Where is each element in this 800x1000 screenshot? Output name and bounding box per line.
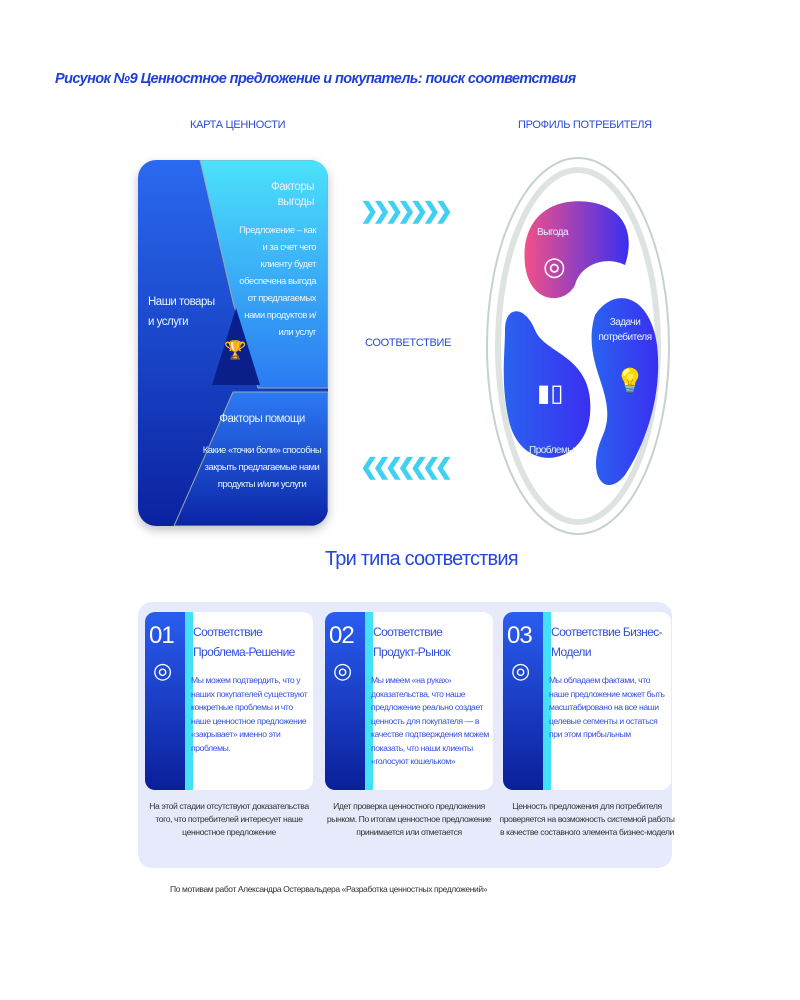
value-map-shapes	[138, 160, 328, 526]
value-map-label: КАРТА ЦЕННОСТИ	[190, 119, 286, 131]
declining-chart-icon: ▮▯	[537, 380, 564, 407]
figure-title: Рисунок №9 Ценностное предложение и поку…	[55, 71, 576, 87]
card-note: Идет проверка ценностного предложения ры…	[326, 801, 492, 837]
pain-relievers-title: Факторы помощи	[219, 413, 305, 425]
customer-profile: Выгода ◎ Задачи потребителя 💡 ▮▯ Проблем…	[485, 155, 671, 537]
source-footnote: По мотивам работ Александра Остервальдер…	[170, 884, 488, 894]
gains-label: Выгода	[537, 227, 569, 238]
card-title: Соответствие Проблема-Решение	[193, 625, 295, 659]
customer-profile-label: ПРОФИЛЬ ПОТРЕБИТЕЛЯ	[518, 119, 652, 131]
right-arrows-icon: ❯❯❯❯❯❯❯	[360, 198, 453, 223]
pains-label: Проблемы	[529, 445, 575, 456]
card-number: 01	[149, 622, 175, 649]
lightbulb-icon: 💡	[615, 368, 645, 395]
fit-label: СООТВЕТСТВИЕ	[365, 337, 452, 349]
card-note: Ценность предложения для потребителя про…	[499, 801, 675, 837]
jobs-label: Задачи потребителя	[598, 317, 652, 343]
card-number: 02	[329, 622, 355, 649]
target-icon: ◎	[153, 658, 173, 683]
fit-card: 02 ◎ Соответствие Продукт-Рынок Мы имеем…	[325, 612, 493, 790]
card-title: Соответствие Бизнес-Модели	[551, 625, 663, 659]
card-text: Мы можем подтвердить, что у наших покупа…	[191, 675, 308, 753]
card-title: Соответствие Продукт-Рынок	[373, 625, 451, 659]
fit-card: 01 ◎ Соответствие Проблема-Решение Мы мо…	[145, 612, 313, 790]
gains-text: Предложение – как и за счет чего клиенту…	[239, 225, 316, 338]
fit-card: 03 ◎ Соответствие Бизнес-Модели Мы облад…	[503, 612, 671, 790]
profile-shapes	[486, 157, 670, 535]
three-types-heading: Три типа соответствия	[325, 548, 519, 570]
left-arrows-icon: ❮❮❮❮❮❮❮	[360, 454, 453, 479]
card-text: Мы имеем «на руках» доказательства, что …	[371, 675, 489, 766]
fit-types-panel: 01 ◎ Соответствие Проблема-Решение Мы мо…	[138, 602, 675, 868]
value-map: 🏆 Факторы выгоды Предложение – как и за …	[138, 160, 328, 526]
products-label: Наши товары и услуги	[148, 296, 215, 328]
target-icon: ◎	[511, 658, 531, 683]
card-text: Мы обладаем фактами, что наше предложени…	[549, 675, 665, 739]
card-number: 03	[507, 622, 533, 649]
pain-relievers-text: Какие «точки боли» способны закрыть пред…	[202, 445, 322, 490]
target-icon: ◎	[543, 251, 566, 281]
trophy-icon: 🏆	[224, 340, 247, 360]
card-note: На этой стадии отсутствуют доказательств…	[149, 801, 309, 837]
gains-title: Факторы выгоды	[271, 181, 315, 208]
target-icon: ◎	[333, 658, 353, 683]
